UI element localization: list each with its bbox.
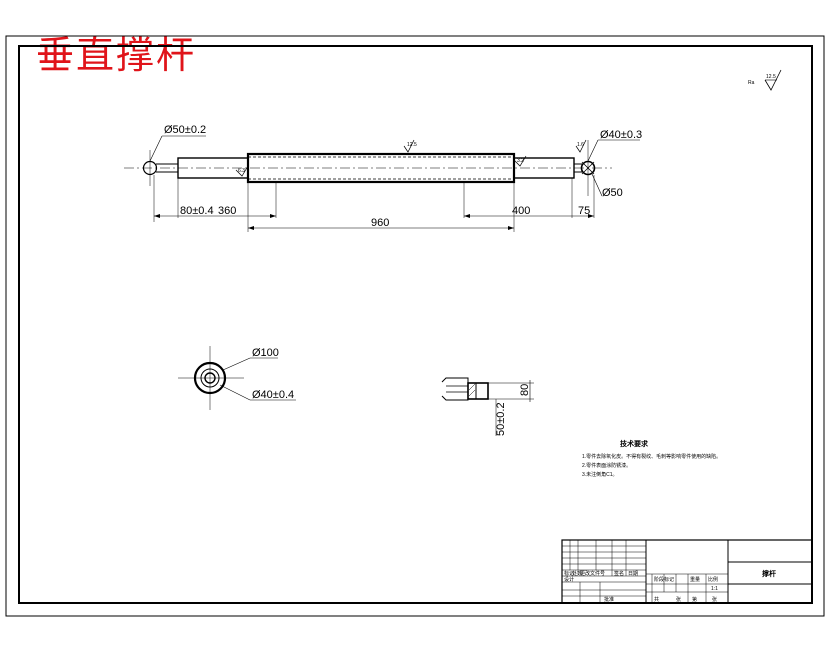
part-name: 撑杆 bbox=[762, 569, 776, 578]
dim-dia-section-outer: Ø100 bbox=[252, 347, 279, 359]
tech-req-line-1: 1.零件去除氧化皮。不得有裂纹、毛刺等影响零件使用的缺陷。 bbox=[582, 453, 721, 460]
technical-requirements: 技术要求 1.零件去除氧化皮。不得有裂纹、毛刺等影响零件使用的缺陷。 2.零件表… bbox=[582, 439, 721, 478]
tech-req-line-3: 3.未注倒角C1。 bbox=[582, 471, 618, 478]
svg-text:签名: 签名 bbox=[614, 570, 624, 577]
svg-text:设计: 设计 bbox=[564, 576, 574, 583]
svg-text:重量: 重量 bbox=[690, 576, 700, 583]
svg-text:Ra: Ra bbox=[748, 80, 755, 86]
inner-frame bbox=[18, 45, 813, 604]
side-detail-view: 80 50±0.2 bbox=[441, 377, 534, 436]
general-roughness-symbol: Ra 12.5 bbox=[748, 69, 782, 91]
dim-dia-left-end: Ø50±0.2 bbox=[164, 124, 206, 136]
svg-text:第: 第 bbox=[692, 596, 697, 603]
svg-text:标记: 标记 bbox=[564, 570, 574, 577]
dim-len-960: 960 bbox=[371, 217, 389, 229]
svg-text:张: 张 bbox=[676, 596, 681, 603]
svg-text:比例: 比例 bbox=[708, 576, 718, 583]
tech-req-heading: 技术要求 bbox=[620, 439, 649, 448]
svg-text:阶段标记: 阶段标记 bbox=[654, 576, 674, 583]
svg-text:更改文件号: 更改文件号 bbox=[580, 570, 605, 577]
svg-text:6.3: 6.3 bbox=[238, 168, 245, 174]
title-block-text: 标记 处数 更改文件号 签名 日期 设计 阶段标记 重量 比例 1:1 批准 共… bbox=[564, 569, 776, 603]
svg-text:张: 张 bbox=[712, 596, 717, 603]
dim-len-360: 360 bbox=[218, 205, 236, 217]
title-block bbox=[561, 539, 813, 604]
svg-text:日期: 日期 bbox=[628, 571, 638, 577]
svg-text:3.2: 3.2 bbox=[517, 158, 524, 164]
roughness-marks: 12.5 6.3 3.2 1.6 bbox=[235, 139, 587, 177]
drawing-title: 垂直撑杆 bbox=[36, 33, 197, 77]
end-section-view: Ø100 Ø40±0.4 bbox=[178, 346, 296, 410]
dim-dia-right-shaft: Ø40±0.3 bbox=[600, 129, 642, 141]
dim-len-400: 400 bbox=[512, 205, 530, 217]
dimension-texts: Ø50±0.2 Ø40±0.3 Ø50 80±0.4 360 960 400 7… bbox=[164, 124, 642, 229]
dim-side-50: 50±0.2 bbox=[495, 402, 507, 436]
dim-side-80: 80 bbox=[519, 384, 531, 396]
outer-frame bbox=[5, 35, 825, 617]
dimension-lines bbox=[149, 135, 640, 232]
svg-text:12.5: 12.5 bbox=[766, 74, 776, 80]
dim-len-75: 75 bbox=[578, 205, 590, 217]
dim-dia-section-inner: Ø40±0.4 bbox=[252, 389, 294, 401]
svg-text:批准: 批准 bbox=[604, 596, 614, 603]
svg-text:共: 共 bbox=[654, 596, 659, 603]
shaft-main-view bbox=[124, 140, 612, 196]
svg-text:处数: 处数 bbox=[572, 570, 582, 577]
svg-text:12.5: 12.5 bbox=[407, 142, 417, 148]
tech-req-line-2: 2.零件表面涂防锈漆。 bbox=[582, 462, 631, 469]
svg-text:1.6: 1.6 bbox=[577, 142, 584, 148]
dim-len-80: 80±0.4 bbox=[180, 205, 214, 217]
dim-dia-right-end: Ø50 bbox=[602, 187, 623, 199]
scale-value: 1:1 bbox=[711, 586, 718, 592]
